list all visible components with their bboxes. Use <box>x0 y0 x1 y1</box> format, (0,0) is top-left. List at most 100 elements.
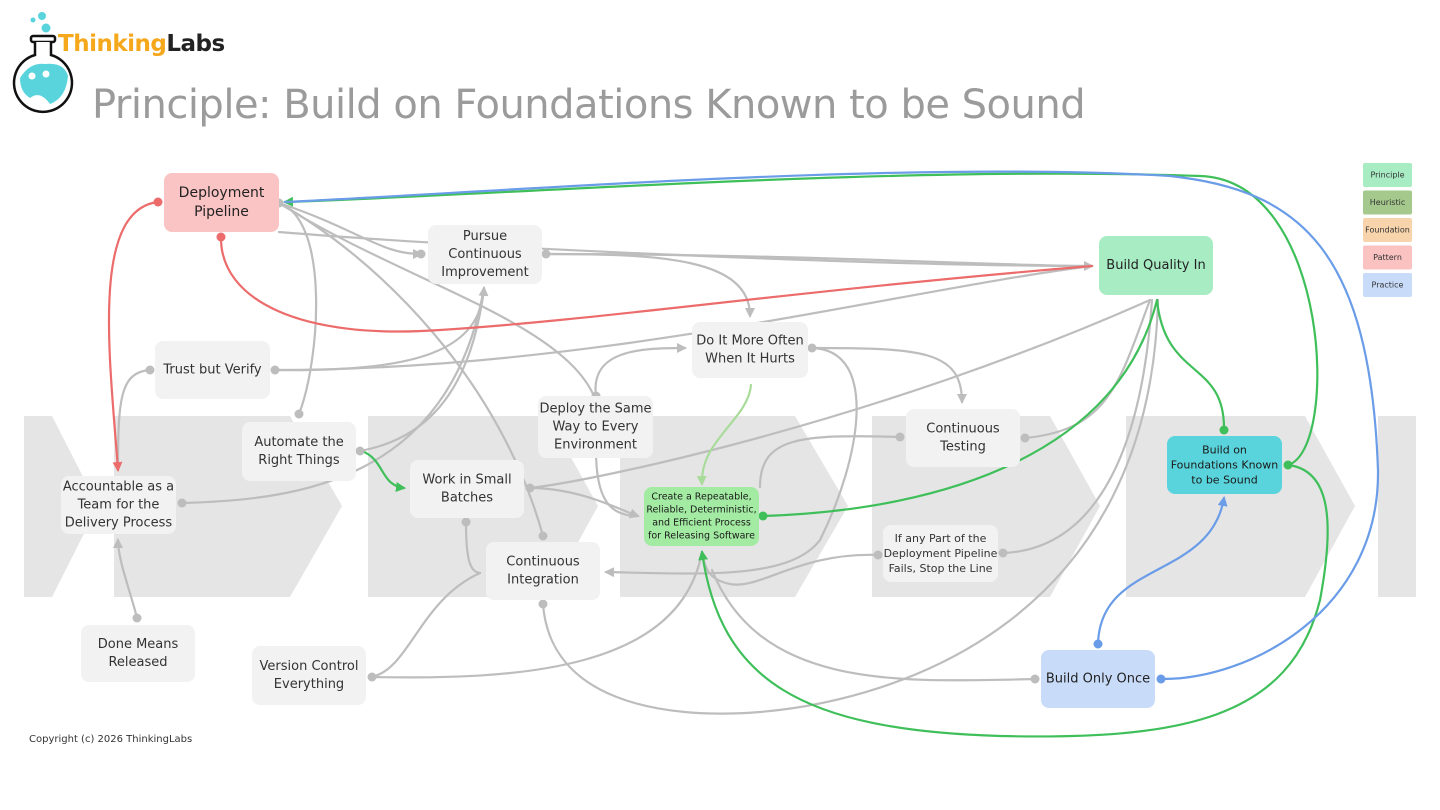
edge-endpoint-dot <box>1219 425 1229 435</box>
node-label-line: Team for the <box>77 498 160 513</box>
edge-endpoint-dot <box>525 483 535 493</box>
edge-33 <box>1155 298 1226 432</box>
node-box <box>1167 436 1282 494</box>
legend-swatch <box>1363 190 1412 215</box>
node-box <box>486 542 600 600</box>
node-box <box>155 341 270 399</box>
edge-endpoint-dot <box>895 432 905 442</box>
node-label-line: Work in Small <box>422 473 511 488</box>
node-label-line: Do It More Often <box>696 334 803 349</box>
brand-part-1: Thinking <box>58 31 167 57</box>
node-label-line: to be Sound <box>1191 474 1257 487</box>
edge-endpoint-dot <box>1020 433 1030 443</box>
edge-14 <box>528 486 640 519</box>
node-label-line: Foundations Known <box>1171 459 1279 472</box>
edge-27 <box>541 298 1160 715</box>
edge-endpoint-dot <box>367 672 377 682</box>
node-label-line: Testing <box>939 439 986 454</box>
node-label-line: Reliable, Deterministic, <box>646 504 756 515</box>
legend-item-principle: Principle <box>1363 163 1412 187</box>
node-label-line: Everything <box>274 677 344 692</box>
node-label-line: Pursue <box>463 229 507 244</box>
edge-endpoint-dot <box>145 365 155 375</box>
node-label-line: Create a Repeatable, <box>651 491 751 502</box>
node-label-line: Continuous <box>506 555 580 570</box>
edge-endpoint-dot <box>294 409 304 419</box>
node-box <box>81 625 195 682</box>
edge-35 <box>698 463 1329 738</box>
edge-37 <box>283 170 1380 681</box>
node-trust-but-verify[interactable]: Trust but Verify <box>155 341 270 399</box>
node-label-line: Released <box>108 655 167 670</box>
edge-18 <box>604 346 858 578</box>
legend-swatch <box>1363 273 1412 297</box>
edge-12 <box>180 286 486 505</box>
node-label-line: Improvement <box>441 265 528 280</box>
edge-29 <box>107 200 160 472</box>
node-box <box>538 396 653 458</box>
edge-endpoint-dot <box>355 446 365 456</box>
node-build-only-once[interactable]: Build Only Once <box>1041 650 1155 708</box>
legend-item-foundation: Foundation <box>1363 218 1412 242</box>
edge-21 <box>1001 298 1154 555</box>
edge-endpoint-dot <box>541 249 551 259</box>
edge-22 <box>700 550 880 586</box>
node-box <box>883 525 998 582</box>
node-box <box>428 225 542 284</box>
edge-endpoint-dot <box>1283 460 1293 470</box>
edge-endpoint-dot <box>153 197 163 207</box>
edge-1 <box>277 201 423 259</box>
brand-part-2: Labs <box>166 31 225 57</box>
node-label-line: Batches <box>441 490 493 505</box>
node-label-line: Build Only Once <box>1046 672 1150 687</box>
edge-13 <box>528 298 1152 490</box>
node-box <box>61 476 176 534</box>
edge-endpoint-dot <box>270 365 280 375</box>
legend-item-heuristic: Heuristic <box>1363 190 1412 215</box>
edge-endpoint-dot <box>538 531 548 541</box>
edge-24 <box>464 520 482 575</box>
node-box <box>410 460 524 518</box>
edge-endpoint-dot <box>1156 674 1166 684</box>
legend-label: Principle <box>1370 171 1404 180</box>
edge-15 <box>594 448 640 518</box>
edge-4 <box>277 201 596 398</box>
node-label-line: Continuous <box>448 247 522 262</box>
node-label-line: Deploy the Same <box>540 402 652 417</box>
edge-endpoint-dot <box>873 550 883 560</box>
node-label-line: Version Control <box>260 659 359 674</box>
flask-logo-icon <box>12 12 74 114</box>
node-box <box>1041 650 1155 708</box>
edge-20 <box>758 435 902 489</box>
node-box <box>1099 236 1213 295</box>
node-label-line: Done Means <box>98 637 179 652</box>
edge-23 <box>113 538 139 620</box>
legend-label: Pattern <box>1373 253 1402 262</box>
copyright-text: Copyright (c) 2026 ThinkingLabs <box>29 734 193 745</box>
legend-item-practice: Practice <box>1363 273 1412 297</box>
legend-label: Practice <box>1372 281 1404 290</box>
node-label-line: Automate the <box>254 435 343 450</box>
node-label-line: Way to Every <box>553 420 639 435</box>
node-label-line: Delivery Process <box>65 515 173 530</box>
edge-9 <box>273 264 1094 372</box>
node-repeatable-process[interactable]: Create a Repeatable, Reliable, Determinis… <box>644 487 759 546</box>
edge-endpoint-dot <box>807 343 817 353</box>
edge-endpoint-dot <box>758 511 768 521</box>
node-build-quality-in[interactable]: Build Quality In <box>1099 236 1213 295</box>
edge-36 <box>696 383 753 486</box>
